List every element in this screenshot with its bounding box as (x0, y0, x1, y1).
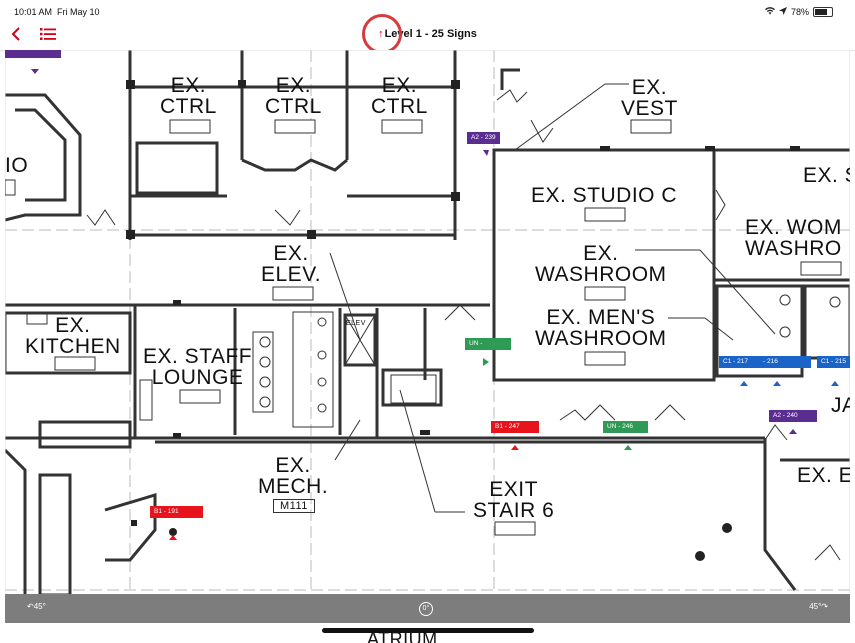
status-right: 78% (764, 7, 833, 17)
rotate-right-icon: ↷ (821, 602, 828, 611)
chevron-left-icon (11, 27, 20, 41)
battery-fill (815, 9, 828, 15)
room-label-elev: EX. ELEV. (261, 242, 322, 286)
status-time-date: 10:01 AM Fri May 10 (14, 7, 100, 17)
sign-marker-c1-217[interactable]: C1 - 217 (719, 356, 767, 368)
battery-icon (813, 7, 833, 17)
room-label-exit-stair: EXIT STAIR 6 (473, 478, 555, 522)
room-label-womens-washroom: EX. WOM WASHRO (745, 216, 842, 260)
room-label-vest: EX. VEST (621, 76, 678, 120)
room-label-ctrl-3: EX. CTRL (371, 74, 428, 118)
sign-marker-b1-191[interactable]: B1 - 191 (150, 506, 203, 518)
status-bar: 10:01 AM Fri May 10 78% (0, 0, 855, 22)
back-button[interactable] (10, 26, 22, 45)
status-date: Fri May 10 (57, 7, 100, 17)
sign-marker-b1-247[interactable]: B1 - 247 (491, 421, 539, 433)
rotate-right-button[interactable]: 45°↷ (809, 602, 828, 611)
rotate-left-button[interactable]: ↶45° (27, 602, 46, 611)
room-label-ex-e: EX. E (797, 464, 850, 487)
sign-list-button[interactable] (40, 27, 56, 43)
rotation-control-bar: ↶45° 0° 45°↷ (5, 594, 850, 623)
location-icon (778, 7, 787, 17)
room-label-mech: EX. MECH. (258, 454, 329, 498)
list-icon (40, 28, 56, 40)
home-indicator[interactable] (322, 628, 534, 633)
room-label-ctrl-2: EX. CTRL (265, 74, 322, 118)
arrow-up-icon: ↑ (378, 28, 384, 40)
reset-rotation-button[interactable]: 0° (419, 602, 433, 616)
floor-plan-walls (5, 50, 850, 595)
sign-marker-un-246[interactable]: UN - 246 (603, 421, 648, 433)
sign-marker-c1-215[interactable]: C1 - 215 (817, 356, 850, 368)
room-label-mens-washroom: EX. MEN'S WASHROOM (535, 306, 667, 350)
sign-marker-a2-240[interactable]: A2 - 240 (769, 410, 817, 422)
sign-marker-216[interactable]: - 216 (759, 356, 811, 368)
rotate-right-label: 45° (809, 602, 822, 611)
floor-plan-map[interactable]: EX. CTRL EX. CTRL EX. CTRL EX. VEST EX. … (5, 50, 850, 595)
room-number-mech: M111 (273, 499, 315, 513)
wifi-icon (764, 7, 775, 17)
battery-percent: 78% (790, 7, 809, 17)
room-label-ctrl-1: EX. CTRL (160, 74, 217, 118)
map-bottom-strip: ATRIUM (5, 623, 850, 643)
room-label-studio-c: EX. STUDIO C (531, 184, 678, 207)
sign-marker-a2-239[interactable]: A2 - 239 (467, 132, 500, 144)
room-label-io: IO (5, 154, 29, 177)
room-label-elev-tag: ELEV (346, 320, 366, 327)
room-label-ex-s: EX. S (803, 164, 850, 187)
sign-marker-un[interactable]: UN - (465, 338, 511, 350)
top-toolbar: ↑Level 1 - 25 Signs (0, 22, 855, 51)
sign-marker-top-left[interactable] (5, 50, 61, 58)
room-label-ja: JA (831, 394, 850, 417)
rotate-left-label: 45° (33, 602, 46, 611)
rotate-left-icon: ↶ (27, 602, 34, 611)
room-label-kitchen: EX. KITCHEN (25, 314, 121, 358)
room-label-washroom: EX. WASHROOM (535, 242, 667, 286)
floor-title[interactable]: ↑Level 1 - 25 Signs (0, 28, 855, 40)
room-label-staff-lounge: EX. STAFF LOUNGE (143, 345, 253, 389)
floor-title-text: Level 1 - 25 Signs (384, 28, 477, 40)
status-time: 10:01 AM (14, 7, 53, 17)
